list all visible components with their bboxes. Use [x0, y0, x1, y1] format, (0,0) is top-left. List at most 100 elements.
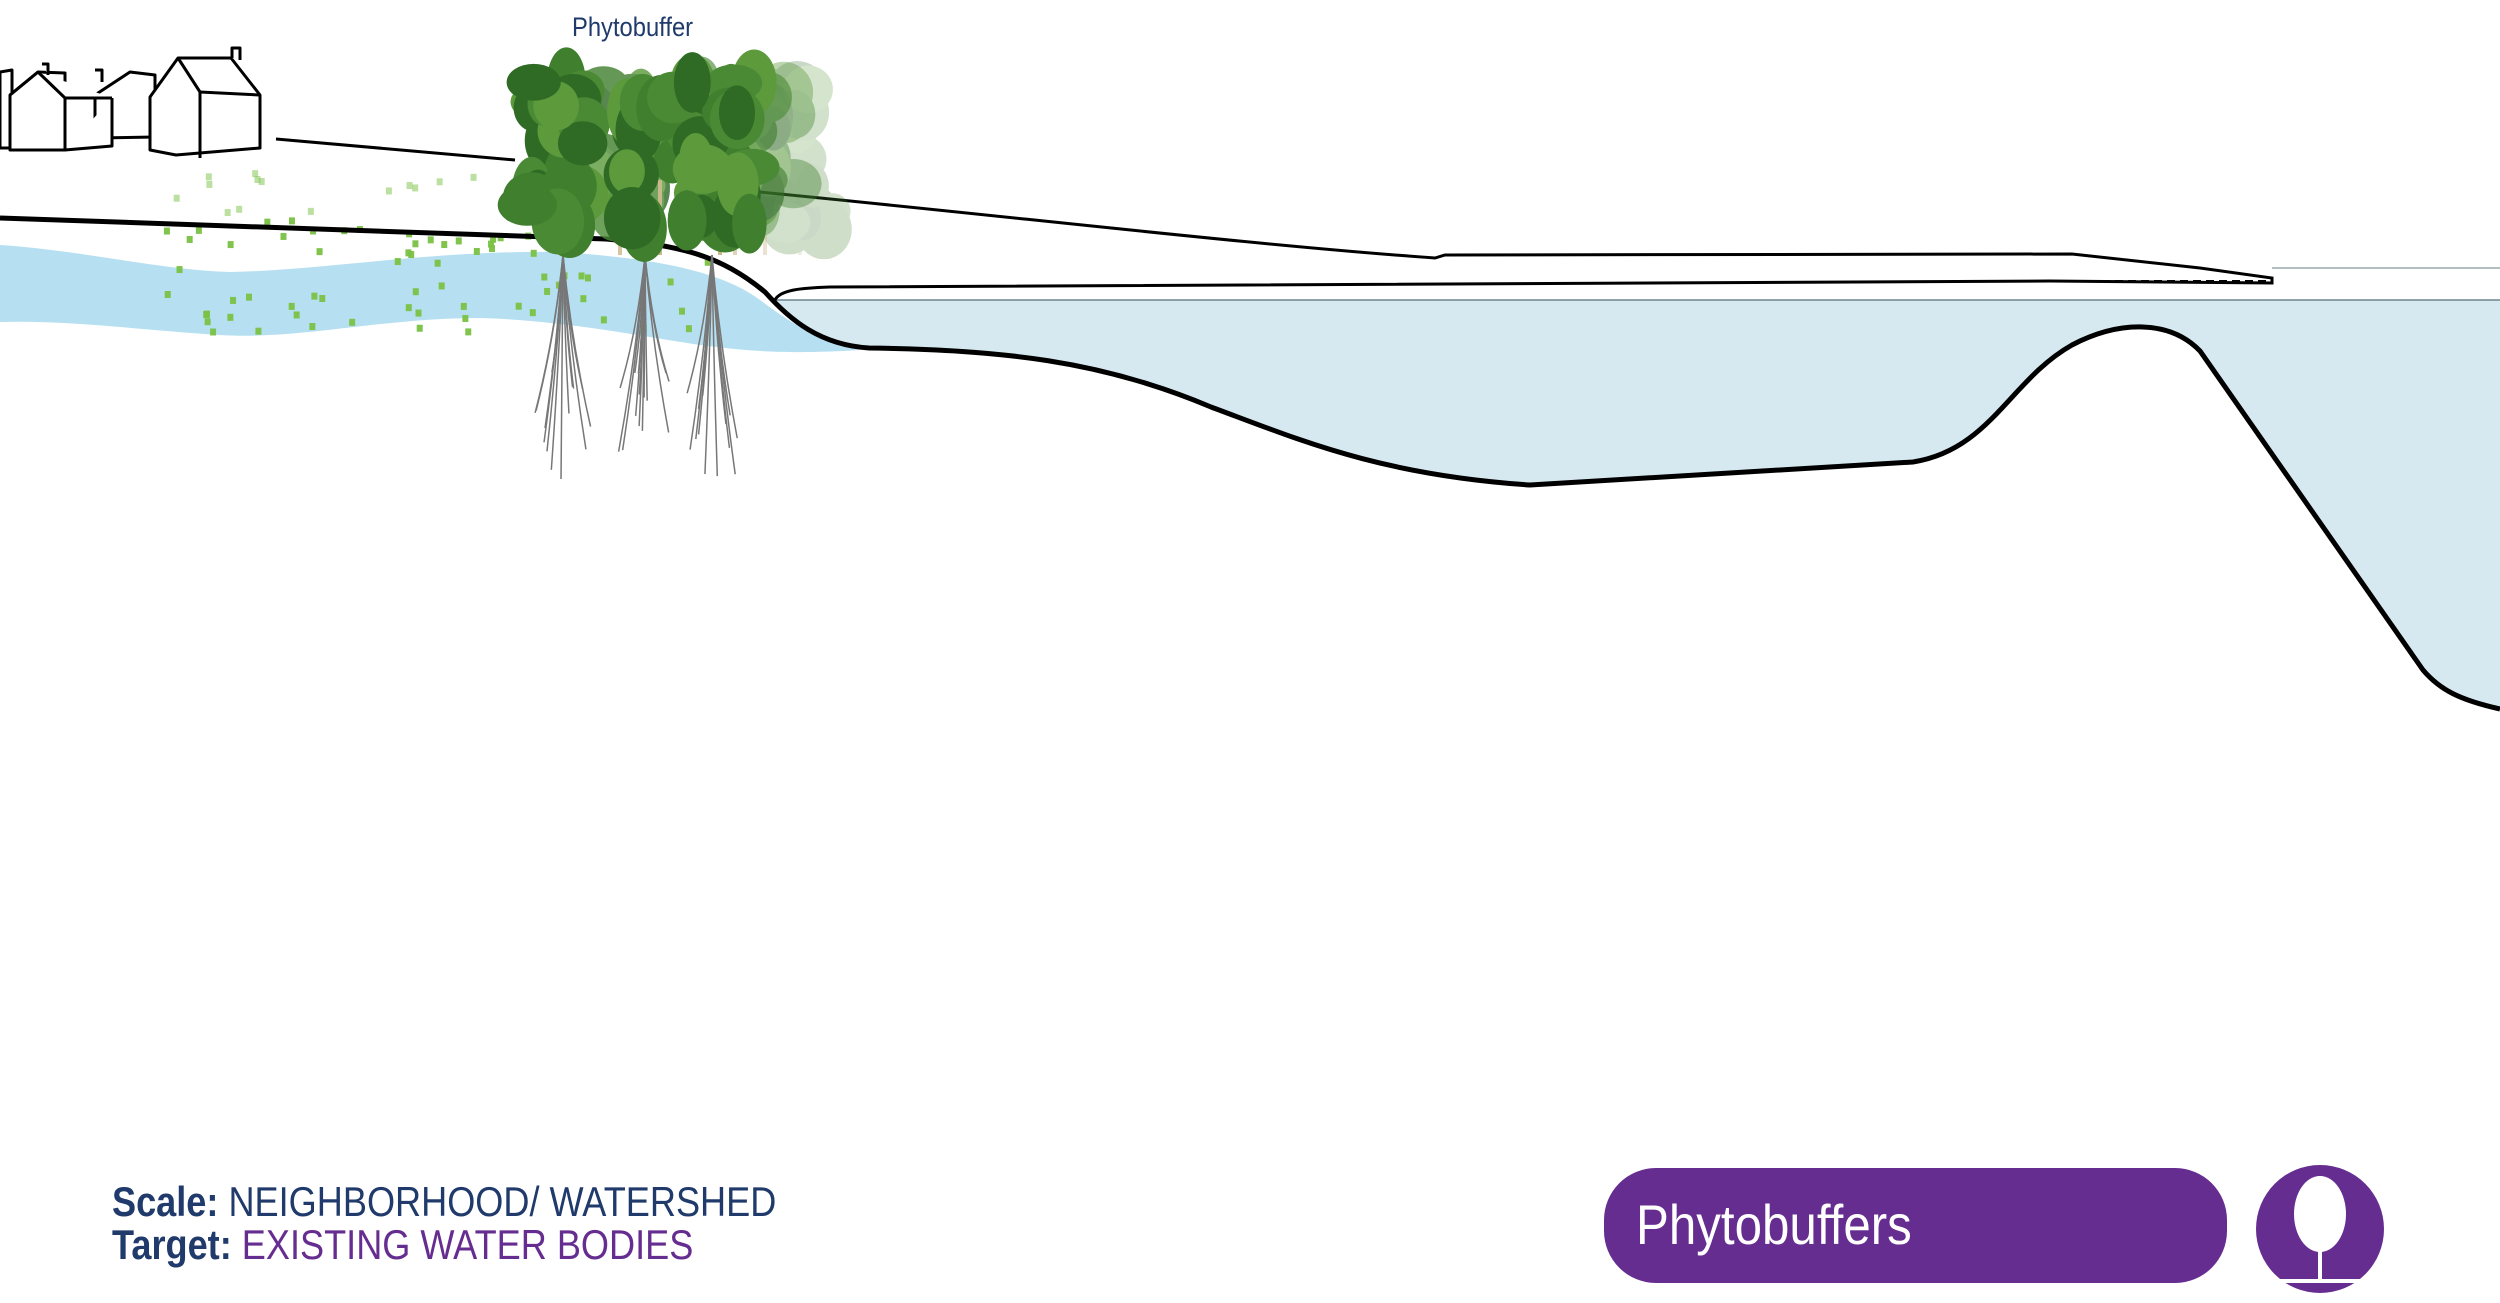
root-strand [697, 254, 713, 435]
root-strand [560, 254, 564, 479]
nutrient-particle [203, 310, 210, 318]
root-strand [621, 254, 646, 451]
upper-ground-line [275, 137, 2274, 285]
nutrient-particle [246, 293, 253, 301]
tree-roots [534, 254, 738, 479]
nutrient-particle [210, 328, 217, 336]
nutrient-particle [206, 180, 213, 188]
nutrient-particle [473, 247, 480, 255]
nutrient-particle [227, 313, 234, 321]
nutrient-particle [412, 240, 419, 248]
scale-value: NEIGHBORHOOD/ WATERSHED [228, 1178, 777, 1225]
nutrient-particle [252, 170, 259, 178]
nutrient-particle [460, 302, 467, 310]
nutrient-particle [288, 217, 295, 225]
root-strand [711, 254, 731, 448]
nutrient-particle [224, 209, 231, 217]
nutrient-particle [541, 273, 548, 281]
nutrient-particle [288, 302, 295, 310]
nutrient-particle [415, 309, 422, 317]
nutrient-particle [311, 292, 318, 300]
nutrient-particle [685, 325, 692, 333]
poplar-tree [603, 54, 716, 262]
root-strand [562, 254, 570, 414]
nutrient-particle [385, 187, 392, 195]
nutrient-particle [600, 316, 607, 324]
nutrient-particle [258, 178, 265, 186]
nutrient-particle [227, 241, 234, 249]
nutrient-particle [309, 323, 316, 331]
nutrient-particle [667, 278, 674, 286]
nutrient-particle [349, 318, 356, 326]
nutrient-particle [462, 314, 469, 322]
nutrient-particle [176, 266, 183, 274]
nutrient-particle [584, 274, 591, 282]
water-body [765, 292, 2500, 709]
nutrient-particle [544, 287, 551, 295]
ground-profile-line [0, 215, 2500, 712]
root-strand [711, 254, 719, 477]
nutrient-particle [412, 288, 419, 296]
nutrient-particle [580, 295, 587, 303]
target-label: Target: [112, 1221, 232, 1268]
nutrient-particle [405, 304, 412, 312]
nutrient-particle [264, 218, 271, 226]
target-row: Target: EXISTING WATER BODIES [112, 1223, 776, 1266]
nutrient-particle [679, 307, 686, 315]
nutrient-particle [255, 327, 262, 335]
nutrient-particle [406, 182, 413, 190]
nutrient-particle [405, 249, 412, 257]
nutrient-particle [412, 184, 419, 192]
houses [0, 46, 262, 158]
nutrient-particle [280, 232, 287, 240]
nutrient-particle [515, 302, 522, 310]
nutrient-particle [163, 227, 170, 235]
lake-edge-line [773, 279, 2051, 301]
root-strand [562, 254, 584, 390]
nutrient-particle [427, 236, 434, 244]
root-strand [644, 254, 667, 374]
nutrient-particle [578, 272, 585, 280]
nutrient-particle [490, 235, 497, 243]
nutrient-particle [465, 328, 472, 336]
scale-label: Scale: [112, 1178, 219, 1225]
nutrient-particle [254, 175, 261, 183]
nutrient-particle [316, 248, 323, 256]
tree-icon [2256, 1165, 2384, 1293]
nutrient-particle [293, 311, 300, 319]
nutrient-particle [529, 309, 536, 317]
poplar-tree [667, 49, 780, 255]
target-value: EXISTING WATER BODIES [241, 1221, 694, 1268]
root-strand [550, 254, 564, 470]
nutrient-particle [230, 296, 237, 304]
nutrient-particle [488, 245, 495, 253]
nutrient-particle [204, 318, 211, 326]
nutrient-particle [488, 240, 495, 248]
nutrient-particle [186, 235, 193, 243]
nutrient-particle [307, 207, 314, 215]
nutrient-particle [470, 173, 477, 181]
nutrient-particle [436, 178, 443, 186]
nutrient-particle [434, 259, 441, 267]
scale-row: Scale: NEIGHBORHOOD/ WATERSHED [112, 1180, 776, 1223]
groundwater-flow [0, 245, 860, 353]
nutrient-particle [704, 258, 711, 266]
nutrient-particle [319, 295, 326, 303]
nutrient-particle [394, 258, 401, 266]
phytobuffer-label: Phytobuffer [572, 12, 694, 42]
nutrient-particle [205, 173, 212, 181]
poplar-trees [497, 47, 852, 262]
poplar-tree [497, 47, 610, 258]
nutrient-particle [438, 282, 445, 290]
nutrient-particle [236, 205, 243, 213]
strategy-title-badge: Phytobuffers [1604, 1168, 2227, 1283]
root-strand [644, 254, 648, 401]
root-strand [534, 254, 564, 413]
nutrient-particle [455, 237, 462, 245]
nutrient-particle [530, 249, 537, 257]
nutrient-particle [195, 226, 202, 234]
nutrient-particle [416, 324, 423, 332]
nutrient-particle [441, 241, 448, 249]
